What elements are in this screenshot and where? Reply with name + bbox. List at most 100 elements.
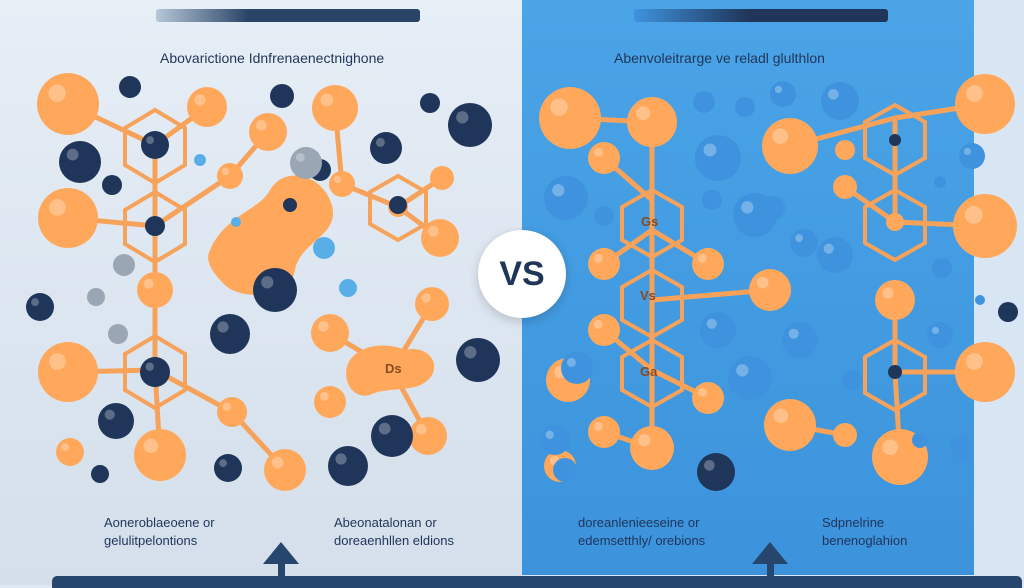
navy-atom (145, 216, 165, 236)
navy-atom (371, 415, 413, 457)
navy-atom (697, 453, 735, 491)
atom-highlight (638, 434, 651, 447)
navy-atom (448, 103, 492, 147)
atom-highlight (295, 152, 305, 162)
blue-atom (770, 81, 796, 107)
caption-line: Sdpnelrine (822, 515, 885, 530)
atom-highlight (593, 319, 603, 329)
atom-highlight (333, 175, 342, 184)
left-caption-left: Aoneroblaeoene or gelulitpelontions (104, 514, 215, 550)
light-atom (113, 254, 135, 276)
atom-highlight (636, 106, 651, 121)
orange-atom (329, 171, 355, 197)
blue-atom (790, 229, 818, 257)
atom-highlight (697, 387, 707, 397)
atom-highlight (882, 287, 894, 299)
orange-atom (955, 74, 1015, 134)
orange-atom (38, 342, 98, 402)
caption-line: doreaenhllen eldions (334, 533, 454, 548)
navy-atom (59, 141, 101, 183)
atom-highlight (703, 143, 717, 157)
navy-atom (91, 465, 109, 483)
blue-atom (782, 322, 818, 358)
caption-line: Aoneroblaeoene or (104, 515, 215, 530)
navy-atom (253, 268, 297, 312)
atom-highlight (61, 443, 70, 452)
atom-highlight (335, 453, 347, 465)
blue-atom (553, 458, 577, 482)
atom-highlight (736, 364, 749, 377)
atom-highlight (566, 357, 576, 367)
blue-atom (842, 370, 862, 390)
caption-line: gelulitpelontions (104, 533, 198, 548)
atom-highlight (49, 353, 66, 370)
up-arrow-icon (752, 542, 788, 564)
blue-atom (950, 436, 974, 460)
blue-atom (540, 425, 570, 455)
atom-highlight (66, 148, 79, 161)
navy-atom (389, 196, 407, 214)
blue-atom (561, 352, 593, 384)
atom-label-ds: Ds (385, 361, 402, 376)
right-heading: Abenvoleitrarge ve reladl glulthlon (614, 50, 825, 66)
navy-atom (889, 134, 901, 146)
blue-atom (975, 295, 985, 305)
atom-highlight (143, 278, 154, 289)
orange-atom (953, 194, 1017, 258)
atom-highlight (143, 438, 159, 454)
blue-atom (702, 190, 722, 210)
atom-highlight (319, 391, 329, 401)
atom-highlight (378, 422, 391, 435)
orange-atom (311, 314, 349, 352)
orange-atom (217, 397, 247, 427)
atom-highlight (217, 321, 229, 333)
atom-label-vs: Vs (640, 288, 656, 303)
navy-atom (26, 293, 54, 321)
atom-highlight (823, 243, 834, 254)
orange-atom (588, 248, 620, 280)
navy-atom (270, 84, 294, 108)
atom-highlight (375, 137, 385, 147)
atom-highlight (318, 321, 329, 332)
up-arrow-stem (767, 562, 774, 588)
orange-atom (38, 188, 98, 248)
orange-atom (134, 429, 186, 481)
orange-atom (264, 449, 306, 491)
orange-atom (539, 87, 601, 149)
atom-highlight (145, 362, 154, 371)
orange-atom (886, 213, 904, 231)
blue-atom (695, 135, 741, 181)
orange-atom (56, 438, 84, 466)
orange-atom (415, 287, 449, 321)
bottom-bar (52, 576, 1022, 588)
atom-highlight (31, 298, 40, 307)
navy-atom (283, 198, 297, 212)
navy-atom (214, 454, 242, 482)
atom-highlight (966, 353, 983, 370)
caption-line: benenoglahion (822, 533, 908, 548)
atom-highlight (593, 147, 603, 157)
navy-atom (119, 76, 141, 98)
right-caption-left: doreanlenieeseine or edemsetthly/ orebio… (578, 514, 705, 550)
left-heading: Abovarictione Idnfrenaenectnighone (160, 50, 385, 66)
caption-line: doreanlenieeseine or (578, 515, 700, 530)
orange-atom (833, 423, 857, 447)
atom-highlight (219, 459, 228, 468)
orange-atom (588, 142, 620, 174)
orange-atom (835, 140, 855, 160)
atom-highlight (706, 318, 717, 329)
atoms (26, 73, 1018, 491)
up-arrow-icon (263, 542, 299, 564)
blue-atom (927, 322, 953, 348)
blue-atom (733, 193, 777, 237)
blue-atom (700, 312, 736, 348)
orange-atom (409, 417, 447, 455)
blue-atom (821, 82, 859, 120)
atom-highlight (772, 128, 789, 145)
atom-highlight (456, 111, 469, 124)
navy-atom (141, 131, 169, 159)
navy-atom (370, 132, 402, 164)
light-atom (194, 154, 206, 166)
up-arrow-stem (278, 562, 285, 588)
